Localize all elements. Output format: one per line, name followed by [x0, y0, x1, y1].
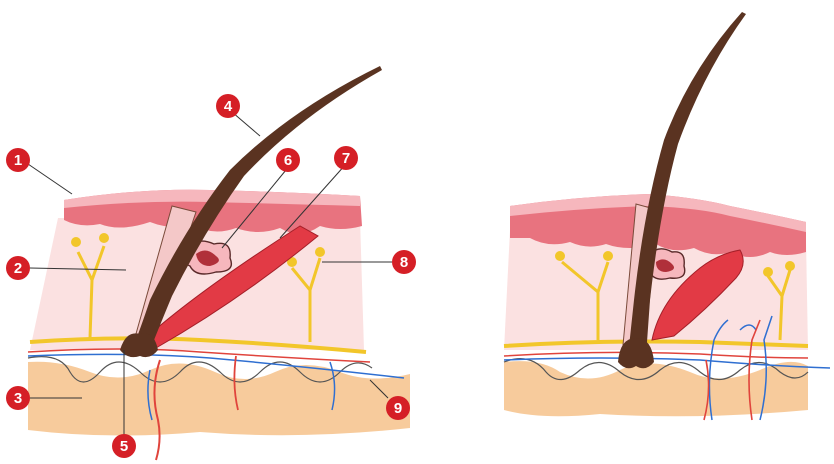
marker-9-label: 9 [394, 400, 402, 417]
marker-4: 4 [216, 94, 240, 118]
marker-2: 2 [6, 256, 30, 280]
marker-6-label: 6 [284, 152, 292, 169]
marker-1: 1 [6, 148, 30, 172]
marker-1-label: 1 [14, 152, 22, 169]
marker-6: 6 [276, 148, 300, 172]
marker-2-label: 2 [14, 260, 22, 277]
marker-5: 5 [112, 434, 136, 458]
right-skin-diagram [504, 12, 830, 420]
left-skin-diagram [28, 66, 410, 460]
marker-3-label: 3 [14, 390, 22, 407]
marker-8-label: 8 [400, 254, 408, 271]
artery-horizontal [28, 349, 370, 362]
marker-4-label: 4 [224, 98, 233, 115]
artery-horizontal-right [504, 352, 808, 358]
marker-5-label: 5 [120, 438, 128, 455]
marker-7: 7 [334, 146, 358, 170]
marker-9: 9 [386, 396, 410, 420]
marker-7-label: 7 [342, 150, 350, 167]
marker-3: 3 [6, 386, 30, 410]
marker-8: 8 [392, 250, 416, 274]
